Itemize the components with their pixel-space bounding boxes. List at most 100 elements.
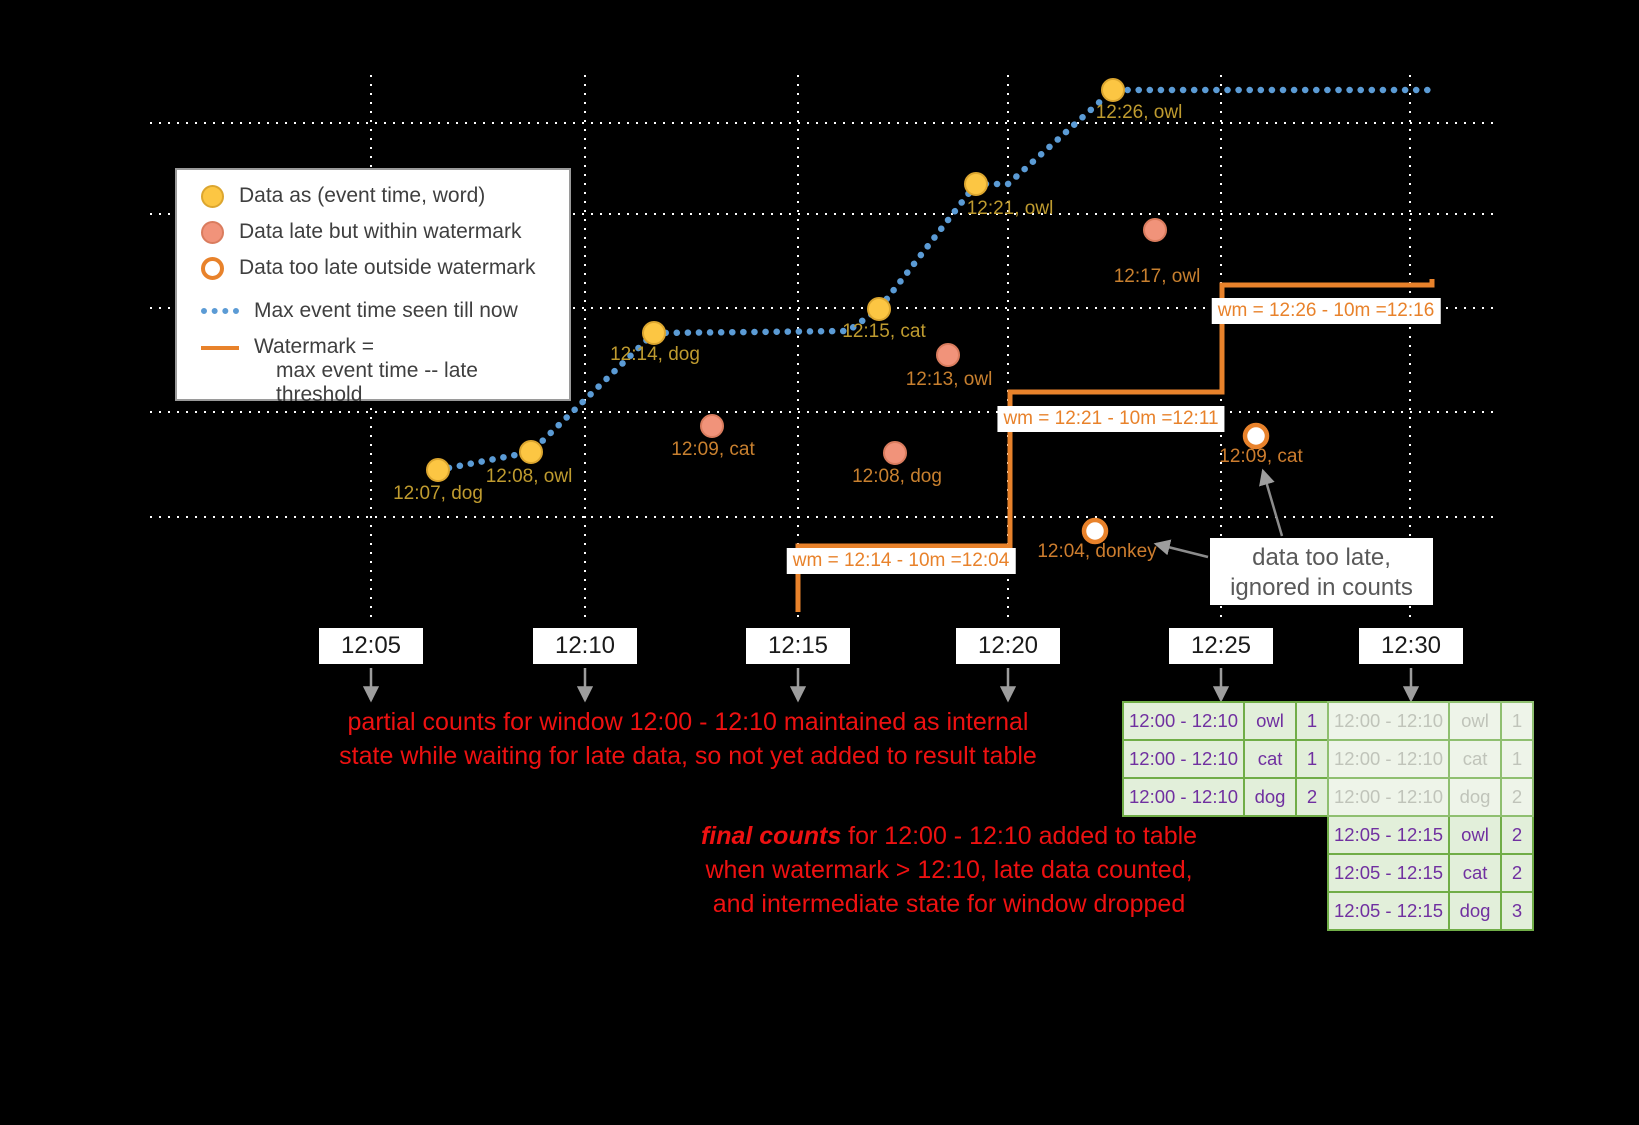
too-late-pointer-arrow <box>1153 539 1209 559</box>
result-cell-window: 12:05 - 12:15 <box>1326 891 1451 931</box>
data-point-label: 12:13, owl <box>905 369 993 390</box>
too-late-pointer-arrow <box>1259 468 1284 537</box>
time-axis-label: 12:10 <box>533 628 637 664</box>
result-cell-window: 12:00 - 12:10 <box>1121 777 1246 817</box>
data-point-late <box>1143 218 1167 242</box>
legend-label: Data as (event time, word) <box>239 184 486 207</box>
data-point-label: 12:15, cat <box>842 321 926 342</box>
data-point-toolate <box>1242 422 1270 450</box>
result-cell-window: 12:00 - 12:10 <box>1326 777 1451 817</box>
orange-line-icon <box>201 346 239 350</box>
data-point-toolate <box>1081 517 1109 545</box>
salmon-dot-icon <box>201 220 224 244</box>
note-line-rest: for 12:00 - 12:10 added to table <box>841 822 1198 850</box>
result-cell-word: cat <box>1243 739 1298 779</box>
result-cell-word: dog <box>1243 777 1298 817</box>
legend-label: Watermark = <box>254 335 374 358</box>
data-point-ontime <box>519 440 543 464</box>
result-cell-word: dog <box>1448 777 1503 817</box>
watermark-value-label: wm = 12:21 - 10m =12:11 <box>997 406 1225 432</box>
note-line: and intermediate state for window droppe… <box>712 890 1186 918</box>
data-point-label: 12:09, cat <box>671 439 755 460</box>
open-orange-circle-icon <box>201 256 224 280</box>
note-line: final counts for 12:00 - 12:10 added to … <box>701 819 1197 853</box>
result-cell-word: owl <box>1243 701 1298 741</box>
data-point-label: 12:17, owl <box>1113 266 1201 287</box>
data-point-ontime <box>426 458 450 482</box>
legend-label: Data too late outside watermark <box>239 256 536 279</box>
legend-label-line2: max event time -- late threshold <box>276 359 478 406</box>
result-cell-word: cat <box>1448 739 1503 779</box>
result-cell-count: 2 <box>1295 777 1330 817</box>
final-counts-emphasis: final counts <box>700 822 842 850</box>
note-line: partial counts for window 12:00 - 12:10 … <box>347 708 1029 736</box>
data-point-late <box>883 441 907 465</box>
watermark-line <box>795 279 1435 612</box>
data-point-ontime <box>964 172 988 196</box>
time-axis-label: 12:20 <box>956 628 1060 664</box>
note-line: ignored in counts <box>1230 574 1413 601</box>
result-cell-word: owl <box>1448 701 1503 741</box>
result-cell-word: owl <box>1448 815 1503 855</box>
note-line: state while waiting for late data, so no… <box>339 742 1037 770</box>
legend-item-too-late: Data too late outside watermark <box>201 256 569 280</box>
result-cell-count: 2 <box>1500 853 1535 893</box>
result-cell-window: 12:00 - 12:10 <box>1326 701 1451 741</box>
note-line: when watermark > 12:10, late data counte… <box>705 856 1193 884</box>
legend-item-watermark: Watermark = max event time -- late thres… <box>201 335 569 407</box>
data-point-label: 12:09, cat <box>1219 446 1303 467</box>
data-point-label: 12:14, dog <box>610 344 700 365</box>
result-cell-count: 2 <box>1500 815 1535 855</box>
data-point-label: 12:08, dog <box>852 466 942 487</box>
data-point-label: 12:04, donkey <box>1037 541 1157 562</box>
yellow-dot-icon <box>201 184 224 208</box>
result-cell-window: 12:05 - 12:15 <box>1326 815 1451 855</box>
watermark-value-label: wm = 12:26 - 10m =12:16 <box>1211 298 1441 324</box>
time-axis-label: 12:15 <box>746 628 850 664</box>
result-cell-count: 2 <box>1500 777 1535 817</box>
data-point-late <box>700 414 724 438</box>
result-cell-count: 3 <box>1500 891 1535 931</box>
result-cell-window: 12:00 - 12:10 <box>1326 739 1451 779</box>
result-cell-word: dog <box>1448 891 1503 931</box>
legend: Data as (event time, word) Data late but… <box>175 168 571 406</box>
partial-counts-note: partial counts for window 12:00 - 12:10 … <box>339 705 1037 773</box>
time-axis-label: 12:05 <box>319 628 423 664</box>
result-cell-window: 12:05 - 12:15 <box>1326 853 1451 893</box>
result-cell-window: 12:00 - 12:10 <box>1121 739 1246 779</box>
data-point-ontime <box>1101 78 1125 102</box>
final-counts-note: final counts for 12:00 - 12:10 added to … <box>701 819 1197 921</box>
data-point-ontime <box>867 297 891 321</box>
result-cell-window: 12:00 - 12:10 <box>1121 701 1246 741</box>
legend-item-ontime: Data as (event time, word) <box>201 184 569 208</box>
result-cell-word: cat <box>1448 853 1503 893</box>
too-late-note: data too late, ignored in counts <box>1210 538 1433 605</box>
data-point-ontime <box>642 321 666 345</box>
time-axis-label: 12:30 <box>1359 628 1463 664</box>
watermark-value-label: wm = 12:14 - 10m =12:04 <box>786 548 1016 574</box>
legend-item-max-event-time: Max event time seen till now <box>201 299 569 323</box>
result-cell-count: 1 <box>1500 701 1535 741</box>
note-line: data too late, <box>1252 544 1391 571</box>
legend-label: Max event time seen till now <box>254 299 518 322</box>
data-point-label: 12:21, owl <box>966 198 1054 219</box>
result-cell-count: 1 <box>1500 739 1535 779</box>
legend-label: Data late but within watermark <box>239 220 522 243</box>
legend-item-late: Data late but within watermark <box>201 220 569 244</box>
data-point-label: 12:07, dog <box>393 483 483 504</box>
data-point-late <box>936 343 960 367</box>
blue-dotted-line-icon <box>201 308 239 314</box>
